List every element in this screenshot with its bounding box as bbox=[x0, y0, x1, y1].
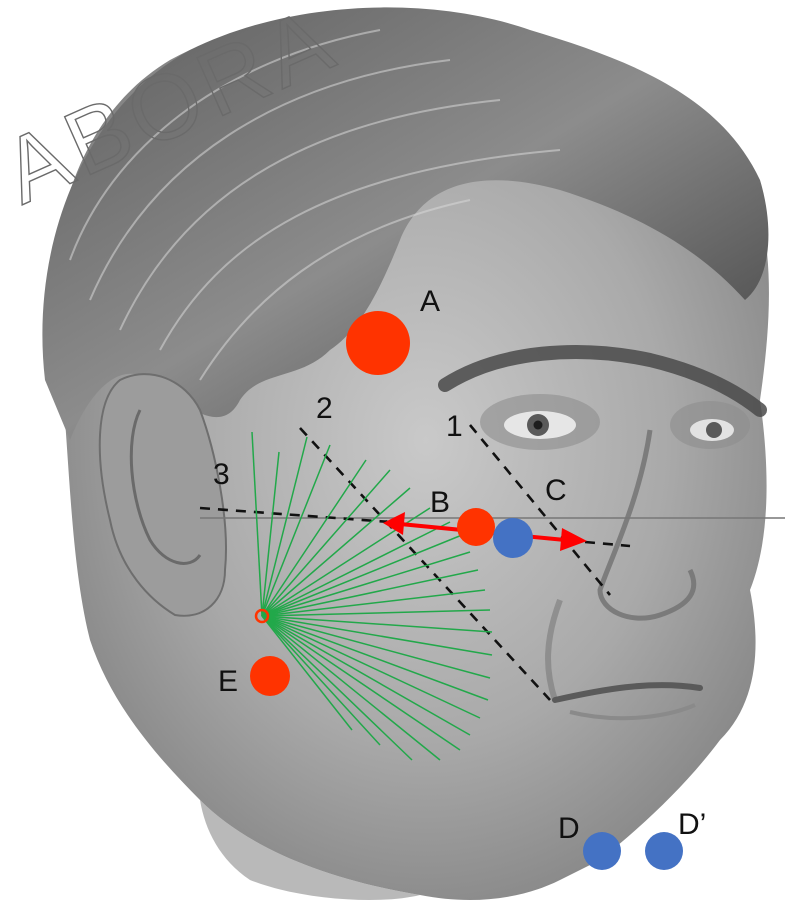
point-d bbox=[583, 832, 621, 870]
label-d: D bbox=[558, 812, 580, 845]
point-b bbox=[457, 508, 495, 546]
label-line-3: 3 bbox=[213, 458, 230, 491]
iris-right bbox=[706, 422, 722, 438]
label-b: B bbox=[430, 486, 450, 519]
label-d-prime: D’ bbox=[678, 808, 706, 841]
label-line-2: 2 bbox=[316, 392, 333, 425]
point-c bbox=[493, 518, 533, 558]
label-c: C bbox=[545, 474, 567, 507]
pupil-left bbox=[534, 421, 543, 430]
label-e: E bbox=[218, 665, 238, 698]
label-line-1: 1 bbox=[446, 410, 463, 443]
label-a: A bbox=[420, 285, 440, 318]
point-a bbox=[346, 311, 410, 375]
point-e bbox=[250, 656, 290, 696]
